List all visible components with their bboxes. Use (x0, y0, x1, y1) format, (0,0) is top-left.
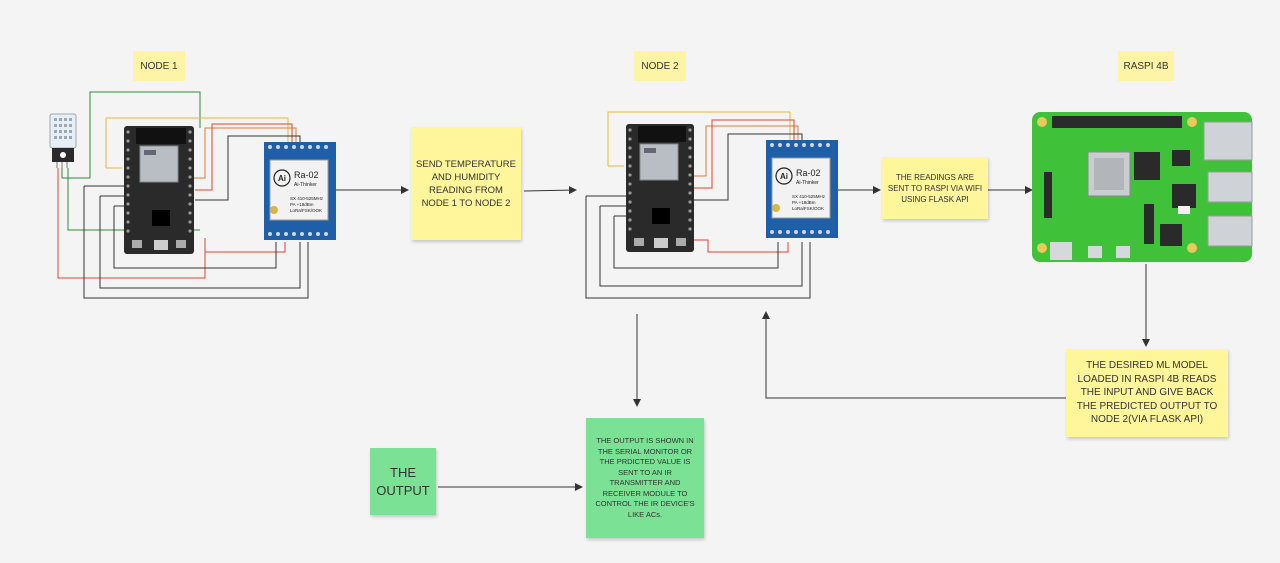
lora-name-node2: Ra-02 (796, 168, 821, 178)
node2-wiring (585, 111, 811, 299)
lora-spec2-node1: PA +18dBm (290, 202, 314, 207)
note-ml-model: THE DESIRED ML MODEL LOADED IN RASPI 4B … (1066, 349, 1228, 437)
note-output-description-text: THE OUTPUT IS SHOWN IN THE SERIAL MONITO… (595, 436, 695, 519)
note-output-title: THE OUTPUT (370, 448, 436, 515)
lora-spec2-node2: PA +18dBm (792, 200, 816, 205)
label-node2: NODE 2 (634, 51, 686, 81)
lora-spec3-node2: LoRa/FSK/OOK (792, 206, 824, 211)
esp32-board-node1 (124, 126, 194, 254)
lora-module-node2: Ai Ra-02 Ai-Thinker SX 410-525MHz PA +18… (766, 140, 838, 238)
svg-text:Ai: Ai (780, 172, 788, 181)
label-node1: NODE 1 (133, 51, 185, 81)
lora-spec1-node1: SX 410-525MHz (290, 196, 324, 201)
note-output-description: THE OUTPUT IS SHOWN IN THE SERIAL MONITO… (586, 418, 704, 538)
note-ml-model-text: THE DESIRED ML MODEL LOADED IN RASPI 4B … (1076, 360, 1218, 426)
note-send-readings-text: SEND TEMPERATURE AND HUMIDITY READING FR… (416, 158, 516, 209)
svg-text:Ai: Ai (278, 174, 286, 183)
lora-spec1-node2: SX 410-525MHz (792, 194, 826, 199)
note-send-readings: SEND TEMPERATURE AND HUMIDITY READING FR… (411, 127, 521, 240)
lora-module-node1: Ai Ra-02 Ai-Thinker SX 410-525MHz PA +18… (264, 142, 336, 240)
note-readings-to-raspi: THE READINGS ARE SENT TO RASPI VIA WIFI … (882, 157, 988, 219)
label-raspi: RASPI 4B (1118, 51, 1174, 81)
lora-spec3-node1: LoRa/FSK/OOK (290, 208, 322, 213)
arrow-send-to-node2 (523, 186, 577, 195)
lora-brand-node1: Ai-Thinker (294, 182, 317, 188)
arrow-ml-back-to-node2 (762, 311, 1066, 399)
raspberry-pi-board (1032, 112, 1253, 262)
flow-arrows (336, 186, 1150, 491)
note-readings-to-raspi-text: THE READINGS ARE SENT TO RASPI VIA WIFI … (887, 172, 983, 204)
dht-sensor-node1 (49, 113, 77, 168)
esp32-board-node2 (626, 124, 694, 252)
note-output-title-text: THE OUTPUT (376, 464, 430, 498)
lora-brand-node2: Ai-Thinker (796, 180, 819, 186)
node1-wiring (57, 91, 309, 299)
lora-name-node1: Ra-02 (294, 170, 319, 180)
